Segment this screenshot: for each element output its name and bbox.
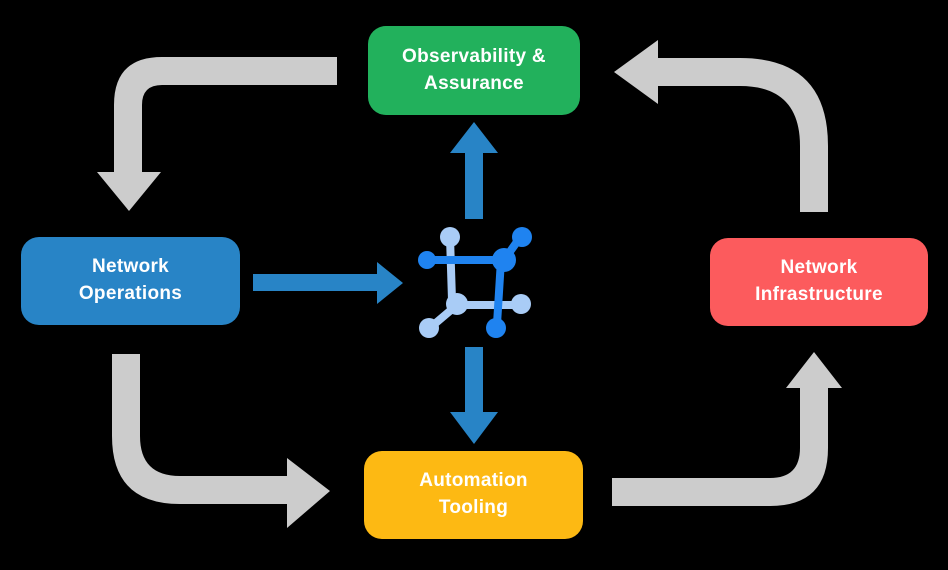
cycle-arrow-bottom-left (112, 354, 330, 528)
network-automation-icon (418, 227, 532, 338)
node-label: Network Infrastructure (755, 257, 883, 305)
icon-light-bottom-left-node (419, 318, 439, 338)
flow-arrow-down (450, 347, 498, 444)
cycle-arrow-top-right (614, 40, 828, 212)
flow-arrow-right (253, 262, 403, 304)
node-automation-tooling: Automation Tooling (364, 451, 583, 539)
icon-light-vertical-line (446, 233, 456, 304)
node-label: Observability & Assurance (402, 45, 546, 94)
flow-arrow-up (450, 122, 498, 219)
cycle-arrow-top-left (97, 57, 337, 211)
icon-dark-junction-node (492, 248, 516, 272)
icon-dark-left-node (418, 251, 436, 269)
node-observability-assurance: Observability & Assurance (368, 26, 580, 115)
node-label: Automation Tooling (419, 470, 528, 518)
node-network-infrastructure: Network Infrastructure (710, 238, 928, 326)
icon-light-top-node (440, 227, 460, 247)
cycle-arrow-bottom-right (612, 352, 842, 506)
icon-light-right-node (511, 294, 531, 314)
icon-dark-top-right-node (512, 227, 532, 247)
node-network-operations: Network Operations (21, 237, 240, 325)
icon-dark-bottom-node (486, 318, 506, 338)
node-label: Network Operations (78, 256, 183, 304)
icon-light-junction-node (446, 293, 468, 315)
